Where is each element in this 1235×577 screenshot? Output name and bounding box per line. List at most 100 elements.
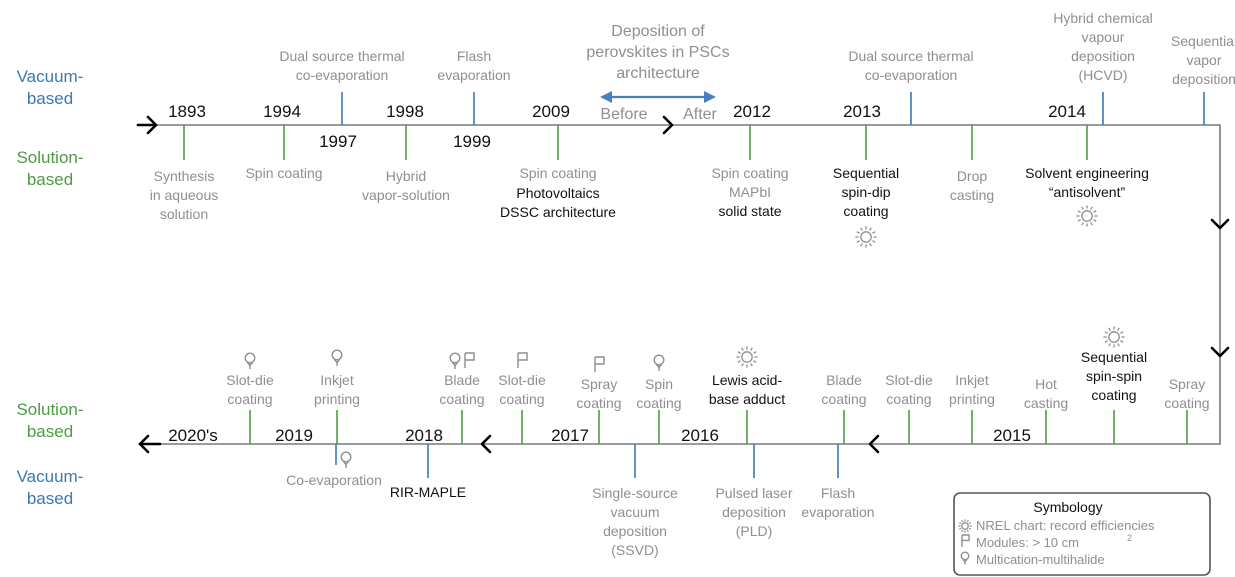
flag-icon (961, 534, 970, 547)
sun-icon-ray (750, 347, 753, 351)
event-label-line: Flash (457, 48, 491, 64)
event-label-line: Drop (957, 168, 988, 184)
event-solution: Solvent engineering“antisolvent” (1025, 125, 1149, 200)
event-label-line: RIR-MAPLE (390, 484, 466, 500)
event-label-line: Spin coating (519, 165, 596, 181)
event-solution: Spin coating (245, 125, 323, 181)
side-label-solution-bottom-line: based (27, 422, 73, 441)
sun-icon-ray (1117, 343, 1120, 347)
event-label-line: spin-dip (841, 184, 890, 200)
event-label-line: casting (950, 187, 994, 203)
flag-icon (464, 352, 475, 368)
side-label-solution-top: Solution-based (16, 148, 83, 189)
sun-icon-ray (860, 227, 863, 231)
timeline-axis (150, 124, 1221, 445)
event-label-line: Spin coating (711, 165, 788, 181)
event-label-line: coating (821, 391, 866, 407)
balloon-icon (653, 354, 665, 371)
event-label-line: Spin (645, 376, 673, 392)
event-label-line: Slot-die (498, 372, 546, 388)
event-label-line: Co-evaporation (286, 472, 382, 488)
sun-icon-ray (750, 363, 753, 367)
balloon-icon-head (653, 354, 665, 366)
milestone-title-line: architecture (616, 65, 700, 82)
event-label-line: vacuum (610, 504, 659, 520)
sun-icon-ray (1090, 222, 1093, 226)
sun-icon-ray (968, 522, 972, 525)
event-label-line: evaporation (801, 504, 874, 520)
event-label-line: Dual source thermal (848, 48, 973, 64)
sun-icon (855, 226, 877, 248)
sun-icon-ray (753, 351, 757, 354)
symbology-item-text: Modules: > 10 cm (976, 535, 1079, 550)
milestone-before-label: Before (600, 106, 647, 123)
sun-icon-ray (968, 527, 972, 530)
side-label-vacuum-top-line: based (27, 89, 73, 108)
event-label-line: MAPbI (729, 184, 771, 200)
sun-icon-ray (741, 347, 744, 351)
sun-icon-ray (1104, 340, 1108, 343)
sun-icon-ray (856, 240, 860, 243)
side-label-solution-bottom-line: Solution- (16, 400, 83, 419)
sun-icon-ray (1108, 343, 1111, 347)
flag-icon-shape (464, 352, 475, 368)
symbology-item: NREL chart: record efficiencies (958, 518, 1155, 533)
flag-icon (517, 352, 528, 368)
flag-icon-shape (594, 356, 605, 372)
event-label-line: Synthesis (154, 168, 215, 184)
sun-icon (1076, 205, 1098, 227)
event-label-line: Hybrid chemical (1053, 10, 1153, 26)
event-solution: Lewis acid-base adduct (709, 372, 785, 444)
event-label-line: coating (499, 391, 544, 407)
arrow-left-icon (868, 434, 880, 454)
sun-icon-ray (1077, 219, 1081, 222)
event-label-line: Spin coating (245, 165, 322, 181)
year-label: 2016 (681, 426, 719, 445)
event-label-line: Photovoltaics (516, 185, 599, 201)
sun-icon-ray (966, 519, 969, 523)
event-solution: Blade coating (821, 372, 867, 444)
symbology-item-superscript: 2 (1127, 533, 1132, 543)
event-label-line: Blade (444, 372, 480, 388)
symbology-box (953, 492, 1211, 576)
event-label-line: solution (160, 206, 208, 222)
arrow-right-icon (146, 115, 158, 135)
event-label-line: coating (1091, 387, 1136, 403)
before-after-arrow-right-head (704, 91, 716, 103)
event-vacuum: Co-evaporation (286, 444, 382, 488)
event-label-line: co-evaporation (296, 67, 389, 83)
balloon-icon-head (340, 451, 352, 463)
year-label: 1999 (453, 132, 491, 151)
sun-icon (958, 519, 972, 533)
event-label-line: deposition (1071, 48, 1135, 64)
event-vacuum: RIR-MAPLE (390, 444, 466, 500)
event-solution: Drop casting (950, 125, 994, 203)
sun-icon-ray (737, 360, 741, 363)
sun-icon-ray (753, 360, 757, 363)
side-label-vacuum-bottom: Vacuum-based (17, 467, 84, 508)
event-label-line: spin-spin (1086, 368, 1142, 384)
year-label: 2013 (843, 102, 881, 121)
flag-icon-shape (517, 352, 528, 368)
event-label-line: printing (314, 391, 360, 407)
sun-icon-ray (1093, 219, 1097, 222)
side-label-vacuum-bottom-line: Vacuum- (17, 467, 84, 486)
symbology-item: Multication-multihalide (960, 551, 1105, 567)
event-label-line: Blade (826, 372, 862, 388)
sun-icon-ray (869, 243, 872, 247)
event-label-line: coating (886, 391, 931, 407)
sun-icon-ray (741, 363, 744, 367)
event-label-line: Sequential (1081, 349, 1147, 365)
